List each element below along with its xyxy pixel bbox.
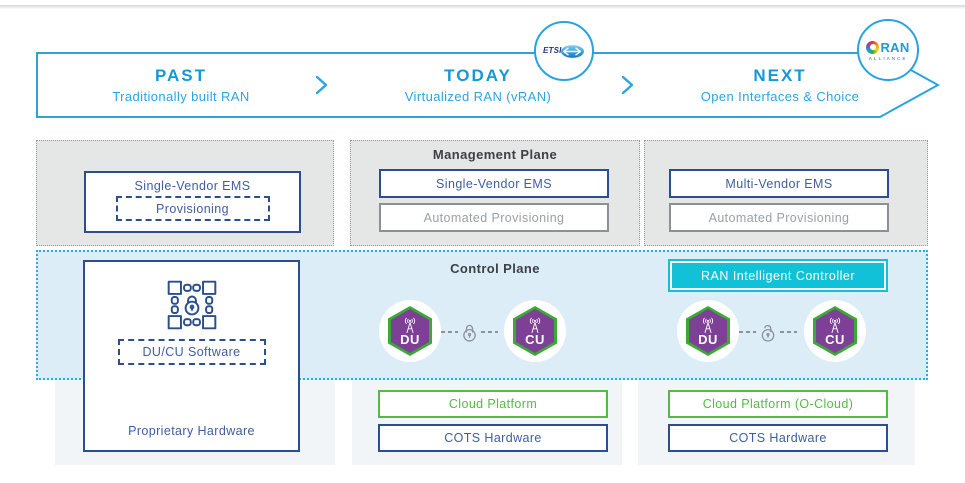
cu-label: CU bbox=[525, 331, 545, 347]
cloud-platform-box-today: Cloud Platform bbox=[378, 390, 608, 418]
oran-o-icon bbox=[866, 40, 880, 54]
cu-label: CU bbox=[825, 331, 845, 347]
dashed-link bbox=[481, 331, 498, 333]
stage-next-subtitle: Open Interfaces & Choice bbox=[700, 89, 860, 104]
du-label: DU bbox=[698, 331, 718, 347]
du-label: DU bbox=[400, 331, 420, 347]
ducu-software-box: DU/CU Software bbox=[117, 339, 266, 365]
ran-intelligent-controller-box: RAN Intelligent Controller bbox=[668, 259, 888, 292]
cloud-platform-label-today: Cloud Platform bbox=[448, 397, 538, 411]
antenna-icon bbox=[529, 317, 541, 333]
du-node-today: DU bbox=[379, 300, 441, 362]
next-ems-label: Multi-Vendor EMS bbox=[725, 176, 833, 191]
stage-next: NEXT Open Interfaces & Choice bbox=[650, 52, 910, 118]
du-node-next: DU bbox=[677, 300, 739, 362]
today-provisioning-label: Automated Provisioning bbox=[423, 210, 565, 225]
proprietary-hardware-label: Proprietary Hardware bbox=[128, 424, 255, 438]
control-plane-title: Control Plane bbox=[450, 261, 540, 276]
management-plane-title: Management Plane bbox=[432, 147, 558, 162]
etsi-globe-icon bbox=[561, 44, 584, 58]
stage-today-subtitle: Virtualized RAN (vRAN) bbox=[404, 89, 552, 104]
cots-hardware-box-today: COTS Hardware bbox=[378, 424, 608, 452]
past-ems-label: Single-Vendor EMS bbox=[134, 179, 251, 193]
stage-past: PAST Traditionally built RAN bbox=[51, 52, 311, 118]
cloud-platform-box-next: Cloud Platform (O-Cloud) bbox=[668, 390, 888, 418]
cots-hardware-label-next: COTS Hardware bbox=[729, 431, 827, 445]
stage-today: TODAY Virtualized RAN (vRAN) bbox=[348, 52, 608, 118]
ran-intelligent-controller-label: RAN Intelligent Controller bbox=[700, 268, 856, 283]
timeline-banner: PAST Traditionally built RAN TODAY Virtu… bbox=[36, 52, 940, 118]
connector-today bbox=[441, 321, 504, 343]
oran-alliance-label: ALLIANCE bbox=[868, 55, 908, 61]
chevron-right-icon bbox=[621, 75, 634, 95]
etsi-label: ETSI bbox=[543, 45, 562, 55]
past-provisioning-label: Provisioning bbox=[156, 201, 229, 216]
past-ems-box: Single-Vendor EMS Provisioning bbox=[84, 171, 301, 233]
antenna-icon bbox=[404, 317, 416, 333]
cu-node-today: CU bbox=[504, 300, 566, 362]
antenna-icon bbox=[829, 317, 841, 333]
chevron-right-icon bbox=[315, 75, 328, 95]
next-provisioning-label: Automated Provisioning bbox=[708, 210, 850, 225]
stage-past-title: PAST bbox=[154, 66, 208, 85]
dashed-link bbox=[739, 331, 756, 333]
cots-hardware-box-next: COTS Hardware bbox=[668, 424, 888, 452]
dashed-link bbox=[441, 331, 458, 333]
connector-next bbox=[739, 321, 804, 343]
proprietary-hardware-box: DU/CU Software Proprietary Hardware bbox=[83, 260, 300, 452]
open-lock-icon bbox=[761, 325, 775, 342]
timeline-arrow-shape bbox=[36, 52, 940, 118]
today-ems-label: Single-Vendor EMS bbox=[436, 176, 552, 191]
locked-interfaces-icon bbox=[167, 280, 216, 330]
next-ems-box: Multi-Vendor EMS bbox=[669, 169, 889, 198]
oran-badge: RAN ALLIANCE bbox=[857, 19, 919, 81]
ducu-software-label: DU/CU Software bbox=[142, 345, 241, 359]
antenna-icon bbox=[702, 317, 714, 333]
management-cell-past: Single-Vendor EMS Provisioning bbox=[36, 140, 334, 246]
dashed-link bbox=[780, 331, 797, 333]
stage-today-title: TODAY bbox=[444, 66, 512, 85]
next-provisioning-box: Automated Provisioning bbox=[669, 203, 889, 232]
oran-label: RAN bbox=[880, 39, 910, 55]
stage-past-subtitle: Traditionally built RAN bbox=[112, 89, 250, 104]
closed-lock-icon bbox=[463, 324, 476, 342]
etsi-badge: ETSI bbox=[534, 21, 594, 81]
management-cell-next: Multi-Vendor EMS Automated Provisioning bbox=[644, 140, 928, 246]
cu-node-next: CU bbox=[804, 300, 866, 362]
top-divider bbox=[0, 5, 965, 9]
cots-hardware-label-today: COTS Hardware bbox=[444, 431, 542, 445]
stage-next-title: NEXT bbox=[753, 66, 807, 85]
today-ems-box: Single-Vendor EMS bbox=[379, 169, 609, 198]
today-provisioning-box: Automated Provisioning bbox=[379, 203, 609, 232]
past-provisioning-box: Provisioning bbox=[115, 196, 270, 221]
management-cell-today: Management Plane Single-Vendor EMS Autom… bbox=[350, 140, 640, 246]
cloud-platform-label-next: Cloud Platform (O-Cloud) bbox=[702, 397, 854, 411]
